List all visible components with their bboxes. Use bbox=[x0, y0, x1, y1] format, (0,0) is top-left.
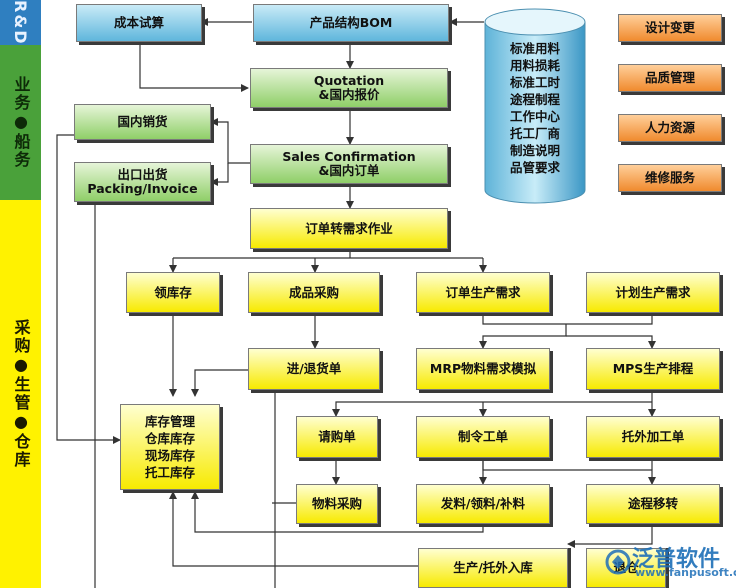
outsource-order-box[interactable]: 托外加工单 bbox=[586, 416, 720, 458]
quotation-box[interactable]: Quotation &国内报价 bbox=[250, 68, 448, 108]
edge-issue-inv bbox=[191, 491, 484, 533]
db-item: 工作中心 bbox=[509, 109, 560, 124]
side-module-quality[interactable]: 品质管理 bbox=[618, 64, 722, 92]
stock-pickup-box[interactable]: 领库存 bbox=[126, 272, 220, 313]
sales-confirmation-box[interactable]: Sales Confirmation &国内订单 bbox=[250, 144, 448, 184]
planned-production-demand-box[interactable]: 计划生产需求 bbox=[586, 272, 720, 313]
edge-demand-mps bbox=[566, 335, 656, 349]
purchase-request-box[interactable]: 请购单 bbox=[296, 416, 378, 458]
edge-sc-domestic bbox=[210, 118, 250, 164]
db-item: 标准工时 bbox=[509, 75, 560, 90]
band-rd: R&D bbox=[0, 0, 41, 45]
edge-gir-inv bbox=[191, 369, 248, 397]
logo-url: www.fanpusoft.com bbox=[635, 566, 736, 579]
edge-sc-export bbox=[210, 163, 229, 186]
export-shipment-box[interactable]: 出口出货 Packing/Invoice bbox=[74, 162, 211, 202]
db-item: 用料损耗 bbox=[509, 58, 560, 73]
mps-scheduling-box[interactable]: MPS生产排程 bbox=[586, 348, 720, 390]
master-data-list: 标准用料 用料损耗 标准工时 途程制程 工作中心 托工厂商 制造说明 品管要求 bbox=[484, 40, 586, 176]
edge-demand-mrp bbox=[479, 324, 567, 349]
mrp-simulation-box[interactable]: MRP物料需求模拟 bbox=[416, 348, 550, 390]
domestic-sales-box[interactable]: 国内销货 bbox=[74, 104, 211, 140]
db-item: 标准用料 bbox=[509, 41, 560, 56]
edge-receipt-inv bbox=[169, 491, 418, 567]
material-issue-box[interactable]: 发料/领料/补料 bbox=[416, 484, 550, 524]
product-bom-box[interactable]: 产品结构BOM bbox=[253, 4, 449, 42]
inventory-box[interactable]: 库存管理 仓库库存 现场库存 托工库存 bbox=[120, 404, 220, 490]
order-to-demand-box[interactable]: 订单转需求作业 bbox=[250, 208, 448, 249]
order-production-demand-box[interactable]: 订单生产需求 bbox=[416, 272, 550, 313]
production-receipt-box[interactable]: 生产/托外入库 bbox=[418, 548, 568, 588]
edge-domestic-inv bbox=[56, 134, 121, 444]
master-data-cylinder bbox=[484, 8, 586, 204]
db-item: 制造说明 bbox=[509, 143, 560, 158]
fanpu-logo-icon bbox=[605, 549, 631, 575]
side-module-maintenance[interactable]: 维修服务 bbox=[618, 164, 722, 192]
db-item: 品管要求 bbox=[509, 160, 560, 175]
edge-mps-pr bbox=[332, 401, 652, 417]
goods-in-return-box[interactable]: 进/退货单 bbox=[248, 348, 380, 390]
material-purchase-box[interactable]: 物料采购 bbox=[296, 484, 378, 524]
band-business: 业务●船务 bbox=[0, 45, 41, 200]
edge-wo-routing bbox=[482, 458, 656, 485]
cost-trial-box[interactable]: 成本试算 bbox=[76, 4, 202, 42]
db-item: 托工厂商 bbox=[509, 126, 560, 141]
side-module-design-change[interactable]: 设计变更 bbox=[618, 14, 722, 42]
band-manufacturing: 采购●生管●仓库 bbox=[0, 200, 41, 588]
db-item: 途程制程 bbox=[509, 92, 560, 107]
routing-transfer-box[interactable]: 途程移转 bbox=[586, 484, 720, 524]
work-order-box[interactable]: 制令工单 bbox=[416, 416, 550, 458]
edge-routing-receipt bbox=[567, 524, 653, 548]
finished-goods-purchase-box[interactable]: 成品采购 bbox=[248, 272, 380, 313]
logo-name: 泛普软件 bbox=[632, 547, 721, 572]
side-module-hr[interactable]: 人力资源 bbox=[618, 114, 722, 142]
edge-cost-quote bbox=[139, 42, 249, 92]
